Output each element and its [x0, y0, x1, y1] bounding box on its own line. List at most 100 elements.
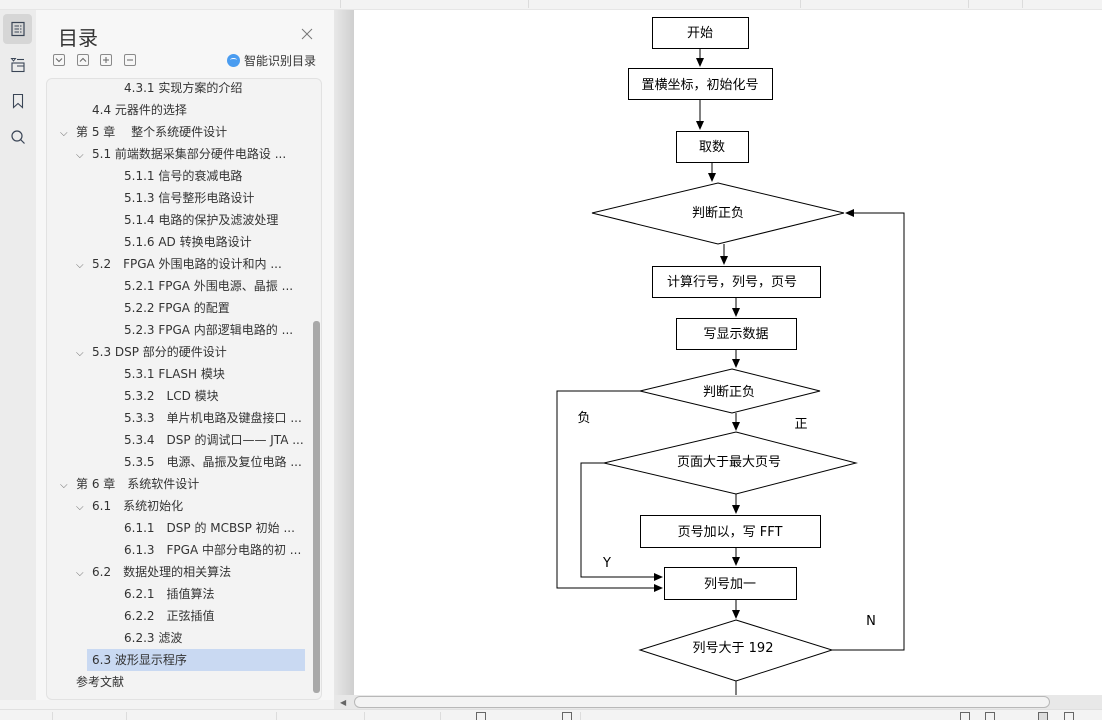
rail-bookmarks-button[interactable]: [3, 86, 32, 116]
toc-item[interactable]: 6.2.2 正弦插值: [47, 605, 305, 627]
fit-page-icon[interactable]: [960, 712, 970, 720]
bookmark-icon: [12, 93, 23, 109]
toc-item[interactable]: 5.1.1 信号的衰减电路: [47, 165, 305, 187]
chevron-down-icon[interactable]: ⌵: [76, 568, 84, 579]
scroll-left-arrow-icon[interactable]: ◀: [340, 698, 347, 707]
continuous-page-icon[interactable]: [1038, 712, 1048, 720]
toc-item-label: 5.3.2 LCD 模块: [124, 389, 219, 403]
toc-item-label: 4.4 元器件的选择: [92, 103, 187, 117]
node-start-label: 开始: [687, 26, 713, 41]
node-judge1-label: 判断正负: [692, 206, 744, 221]
toc-item[interactable]: 5.3.5 电源、晶振及复位电路 ...: [47, 451, 305, 473]
close-button[interactable]: [300, 26, 314, 40]
status-divider: [364, 712, 365, 720]
toc-item[interactable]: 6.1.3 FPGA 中部分电路的初 ...: [47, 539, 305, 561]
toc-item[interactable]: ⌵ 5.2 FPGA 外围电路的设计和内 ...: [47, 253, 305, 275]
rail-search-button[interactable]: [3, 122, 32, 152]
layout-icon[interactable]: [562, 712, 572, 720]
chevron-down-icon[interactable]: ⌵: [76, 502, 84, 513]
toc-item-label: 第 6 章 系统软件设计: [76, 477, 200, 491]
plus-icon: [103, 57, 109, 63]
close-icon: [301, 28, 313, 40]
label-negative: 负: [577, 411, 590, 426]
toolbar-divider: [340, 0, 341, 8]
toc-item[interactable]: 6.2.3 滤波: [47, 627, 305, 649]
rail-toc-button[interactable]: [3, 14, 32, 44]
sidebar-rail: [0, 10, 36, 700]
toc-item[interactable]: 5.3.3 单片机电路及键盘接口 ...: [47, 407, 305, 429]
smart-toc-label: 智能识别目录: [244, 54, 317, 68]
node-fetch: [676, 131, 749, 163]
smart-toc-button[interactable]: 智能识别目录: [227, 52, 316, 69]
toc-item[interactable]: 6.1.1 DSP 的 MCBSP 初始 ...: [47, 517, 305, 539]
toolbar-divider: [1022, 0, 1023, 8]
toc-item[interactable]: ⌵第 5 章 整个系统硬件设计: [47, 121, 305, 143]
toc-item[interactable]: 4.3.1 实现方案的介绍: [47, 79, 305, 99]
toc-item[interactable]: 5.3.1 FLASH 模块: [47, 363, 305, 385]
toc-item[interactable]: 4.4 元器件的选择: [47, 99, 305, 121]
node-judge1: [591, 182, 845, 245]
edge-no: [832, 209, 905, 651]
top-toolbar: [0, 0, 1102, 10]
chevron-down-icon[interactable]: ⌵: [60, 128, 68, 139]
toc-item[interactable]: 5.3.2 LCD 模块: [47, 385, 305, 407]
chevron-down-icon[interactable]: ⌵: [76, 260, 84, 271]
toc-item[interactable]: 5.2.1 FPGA 外围电源、晶振 ...: [47, 275, 305, 297]
expand-all-button[interactable]: [53, 54, 65, 66]
chevron-down-icon[interactable]: ⌵: [76, 348, 84, 359]
horizontal-scrollbar[interactable]: ◀: [334, 695, 1102, 709]
toc-item[interactable]: 5.2.2 FPGA 的配置: [47, 297, 305, 319]
horizontal-scroll-thumb[interactable]: [354, 696, 1050, 708]
chevron-up-icon: [79, 57, 87, 62]
toc-item-label: 5.2.1 FPGA 外围电源、晶振 ...: [124, 279, 294, 293]
status-divider: [52, 712, 53, 720]
toc-item[interactable]: 6.3 波形显示程序: [87, 649, 305, 671]
rail-thumbnails-button[interactable]: [3, 50, 32, 80]
multi-page-icon[interactable]: [1064, 712, 1074, 720]
toc-scrollbar[interactable]: [313, 321, 320, 693]
toc-item-label: 5.2 FPGA 外围电路的设计和内 ...: [92, 257, 282, 271]
toc-item-label: 5.1.3 信号整形电路设计: [124, 191, 255, 205]
toc-item[interactable]: 5.3.4 DSP 的调试口—— JTA ...: [47, 429, 305, 451]
toc-item[interactable]: ⌵6.2 数据处理的相关算法: [47, 561, 305, 583]
label-yes: Y: [602, 556, 611, 571]
toc-item[interactable]: 6.2.1 插值算法: [47, 583, 305, 605]
node-page-inc: [640, 515, 821, 548]
toolbar-divider: [800, 0, 801, 8]
toc-item-label: 5.3 DSP 部分的硬件设计: [92, 345, 227, 359]
node-start: [652, 17, 749, 49]
collapse-level-button[interactable]: [124, 54, 136, 66]
toc-item-label: 5.2.2 FPGA 的配置: [124, 301, 230, 315]
single-page-icon[interactable]: [985, 712, 995, 720]
toc-item-label: 5.2.3 FPGA 内部逻辑电路的 ...: [124, 323, 294, 337]
toc-item-label: 5.3.4 DSP 的调试口—— JTA ...: [124, 433, 304, 447]
toc-item-label: 6.2.2 正弦插值: [124, 609, 215, 623]
chevron-down-icon[interactable]: ⌵: [76, 150, 84, 161]
toc-title: 目录: [58, 26, 98, 50]
expand-level-button[interactable]: [100, 54, 112, 66]
node-write: [676, 318, 797, 350]
toc-item[interactable]: 5.2.3 FPGA 内部逻辑电路的 ...: [47, 319, 305, 341]
toc-item[interactable]: 5.1.6 AD 转换电路设计: [47, 231, 305, 253]
toc-item-label: 5.3.5 电源、晶振及复位电路 ...: [124, 455, 302, 469]
toc-item[interactable]: 5.1.4 电路的保护及滤波处理: [47, 209, 305, 231]
flowchart: 开始 置横坐标，初始化号 取数 判断正负 计算行号，列号，页号 写显示数据 判断…: [556, 17, 905, 695]
toc-item[interactable]: ⌵ 5.3 DSP 部分的硬件设计: [47, 341, 305, 363]
toc-item[interactable]: ⌵6.1 系统初始化: [47, 495, 305, 517]
toc-item[interactable]: 5.1.3 信号整形电路设计: [47, 187, 305, 209]
status-bar: [0, 709, 1102, 720]
status-divider: [580, 712, 581, 720]
node-col-inc: [664, 567, 797, 600]
toc-item[interactable]: 参考文献: [47, 671, 305, 693]
chevron-down-icon[interactable]: ⌵: [60, 480, 68, 491]
search-icon: [10, 130, 25, 144]
status-divider: [126, 712, 127, 720]
toc-item[interactable]: ⌵5.1 前端数据采集部分硬件电路设 ...: [47, 143, 305, 165]
toc-item-label: 6.1.1 DSP 的 MCBSP 初始 ...: [124, 521, 295, 535]
toc-item[interactable]: ⌵ 第 6 章 系统软件设计: [47, 473, 305, 495]
toc-item-label: 6.2.3 滤波: [124, 631, 183, 645]
node-calc: [652, 266, 821, 298]
layout-icon[interactable]: [476, 712, 486, 720]
node-init: [628, 68, 773, 100]
collapse-all-button[interactable]: [77, 54, 89, 66]
